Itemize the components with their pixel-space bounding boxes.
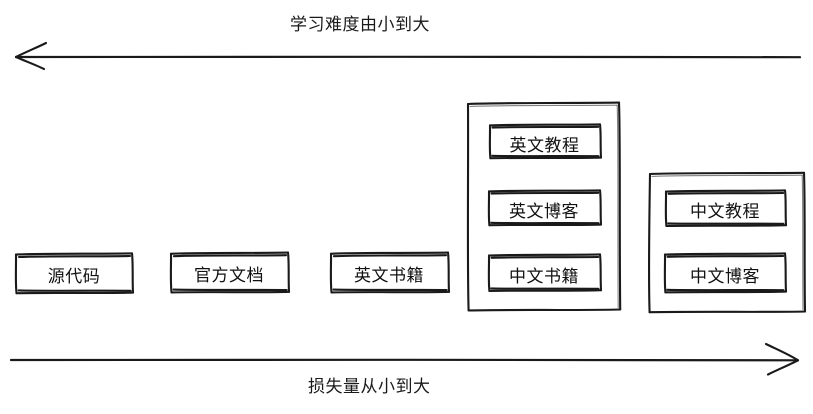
bottom-axis-label: 损失量从小到大 <box>308 377 431 397</box>
node-english-books[interactable] <box>330 252 448 292</box>
node-label-source-code: 源代码 <box>47 267 101 287</box>
node-official-docs[interactable] <box>170 252 288 292</box>
top-axis-label: 学习难度由小到大 <box>290 15 430 35</box>
node-label-english-blog: 英文博客 <box>509 202 579 222</box>
group-english[interactable] <box>467 102 475 310</box>
node-label-english-tutorial: 英文教程 <box>509 136 580 156</box>
node-label-chinese-tutorial: 中文教程 <box>690 202 760 222</box>
arrow-left-icon <box>14 41 802 71</box>
node-english-tutorial[interactable] <box>489 124 600 158</box>
node-chinese-blog[interactable] <box>665 253 785 291</box>
node-label-chinese-books: 中文书籍 <box>509 267 579 287</box>
node-english-blog[interactable] <box>488 190 600 225</box>
group-chinese[interactable] <box>648 172 656 312</box>
node-chinese-books[interactable] <box>488 254 600 290</box>
arrow-right-icon <box>9 342 800 376</box>
node-label-official-docs: 官方文档 <box>194 266 264 286</box>
node-label-english-books: 英文书籍 <box>354 266 424 286</box>
node-source-code[interactable] <box>15 253 133 293</box>
node-chinese-tutorial[interactable] <box>665 190 785 225</box>
node-label-chinese-blog: 中文博客 <box>690 267 760 287</box>
